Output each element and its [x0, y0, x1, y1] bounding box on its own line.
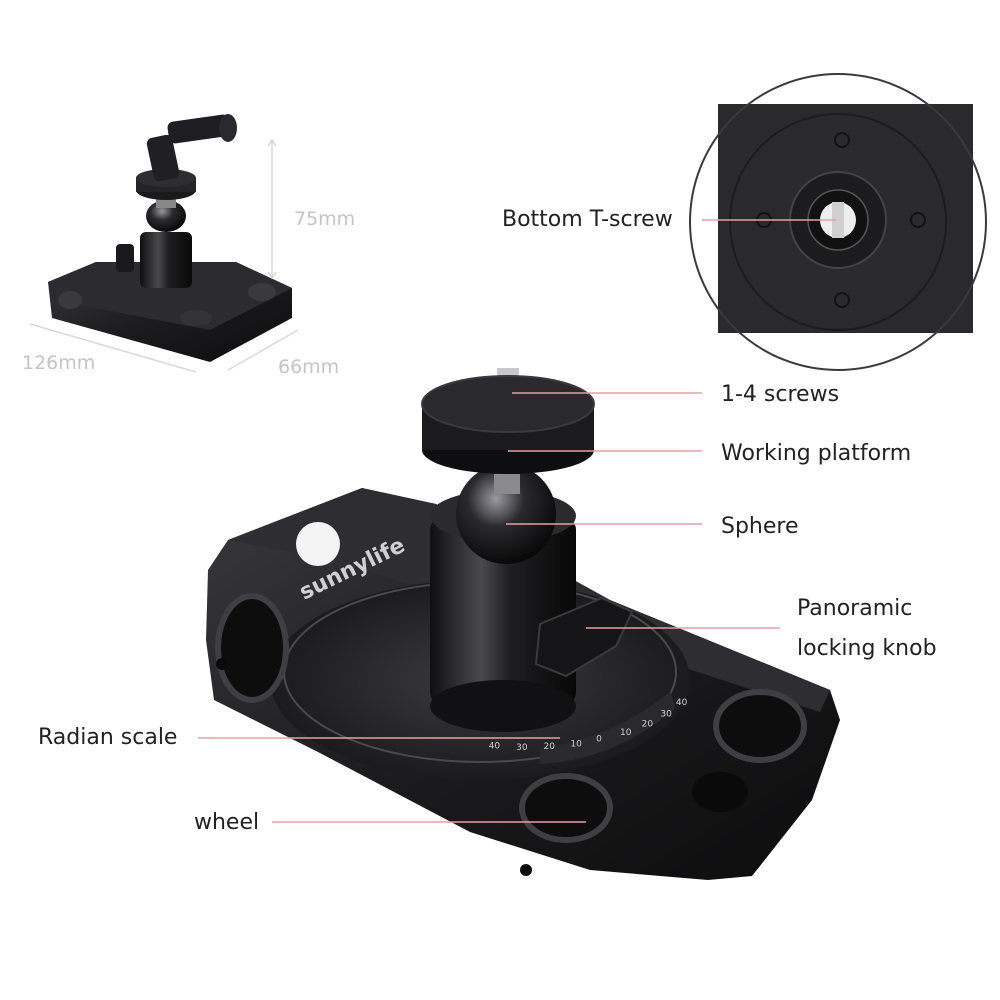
scale-tick-label: 0: [596, 735, 602, 745]
callout-panoramic-knob-line1: Panoramic: [797, 596, 913, 621]
radian-scale-ticks: 40 30 20 10 0 10 20 30 40: [489, 698, 688, 753]
leader-lines: [198, 219, 836, 823]
callout-panoramic-knob-line2: locking knob: [797, 636, 937, 661]
scale-tick-label: 40: [676, 698, 688, 708]
callout-screws: 1-4 screws: [721, 382, 840, 407]
scale-tick-label: 30: [660, 709, 672, 719]
callout-wheel: wheel: [194, 810, 260, 835]
scale-tick-label: 20: [544, 742, 556, 752]
dimension-width-label: 66mm: [278, 356, 340, 378]
dimension-length-label: 126mm: [22, 352, 96, 374]
callout-sphere: Sphere: [721, 514, 799, 539]
callout-working-platform: Working platform: [721, 441, 912, 466]
dimension-height-label: 75mm: [294, 208, 356, 230]
bottom-view-inset: [689, 73, 987, 371]
main-device: [206, 368, 840, 880]
callout-bottom-t-screw: Bottom T-screw: [502, 207, 673, 232]
scale-tick-label: 10: [570, 739, 582, 749]
scale-tick-label: 40: [489, 742, 501, 752]
callout-radian-scale: Radian scale: [38, 725, 178, 750]
scale-tick-label: 10: [620, 728, 632, 738]
dimension-lines: [29, 138, 299, 373]
scale-tick-label: 30: [516, 743, 528, 753]
thumbnail-device: [48, 114, 292, 362]
scale-tick-label: 20: [642, 719, 654, 729]
